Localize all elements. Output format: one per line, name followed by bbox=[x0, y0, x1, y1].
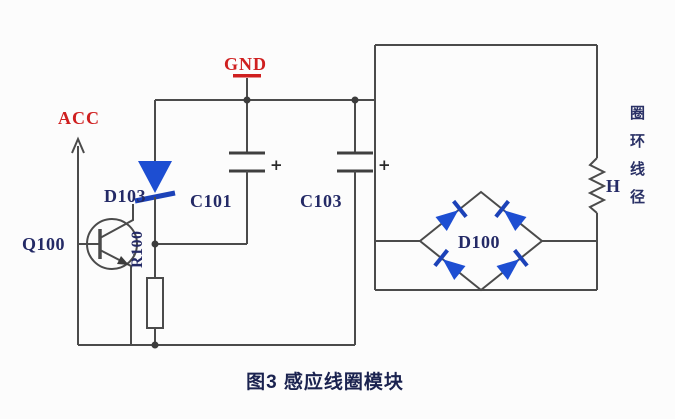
resistor-r100 bbox=[146, 277, 164, 345]
coil-note-char-2: 环 bbox=[630, 132, 645, 150]
junction-dot bbox=[243, 96, 251, 104]
d100-diode-top-left-icon bbox=[432, 199, 469, 234]
coil-note-char-1: 圈 bbox=[630, 104, 645, 122]
junction-dot bbox=[151, 341, 159, 349]
bridge-rectifier-d100 bbox=[375, 190, 597, 292]
d100-diode-bottom-right-icon bbox=[493, 248, 530, 283]
q100-body bbox=[86, 218, 138, 270]
coil-note-char-4: 径 bbox=[630, 188, 645, 206]
coil-resistor-h bbox=[587, 157, 607, 214]
acc-arrow-icon bbox=[71, 136, 85, 154]
coil-note-char-3: 线 bbox=[630, 160, 645, 178]
q100-collector bbox=[99, 204, 134, 239]
junction-dot bbox=[351, 96, 359, 104]
c101-polarity-sign: + bbox=[270, 156, 283, 174]
coil-h-label: H bbox=[606, 176, 621, 196]
c103-polarity-sign: + bbox=[378, 156, 391, 174]
q100-label: Q100 bbox=[22, 234, 65, 254]
q100-emitter bbox=[99, 249, 132, 345]
gnd-terminal bbox=[233, 74, 261, 100]
d103-triangle-icon bbox=[138, 161, 172, 193]
d100-label: D100 bbox=[458, 232, 500, 252]
gnd-bar-icon bbox=[233, 74, 261, 78]
coil-side-note: 圈 环 线 径 bbox=[630, 104, 645, 206]
c103-label: C103 bbox=[300, 191, 342, 211]
capacitor-c101: + bbox=[229, 100, 283, 244]
transistor-q100 bbox=[78, 204, 138, 345]
c101-label: C101 bbox=[190, 191, 232, 211]
d100-diode-top-right-icon bbox=[493, 199, 530, 234]
junction-dot bbox=[151, 240, 159, 248]
r100-body bbox=[146, 277, 164, 329]
q100-emitter-arrow-icon bbox=[117, 256, 129, 265]
coil-loop-wire bbox=[374, 44, 607, 291]
figure-caption: 图3 感应线圈模块 bbox=[246, 370, 404, 393]
capacitor-c103: + bbox=[337, 100, 391, 345]
acc-label: ACC bbox=[58, 108, 100, 128]
gnd-label: GND bbox=[224, 54, 267, 74]
r100-label: R100 bbox=[129, 230, 146, 268]
acc-supply-wire bbox=[71, 136, 85, 345]
diode-d103 bbox=[134, 100, 176, 278]
d103-label: D103 bbox=[104, 186, 146, 206]
d100-diode-bottom-left-icon bbox=[432, 248, 469, 283]
